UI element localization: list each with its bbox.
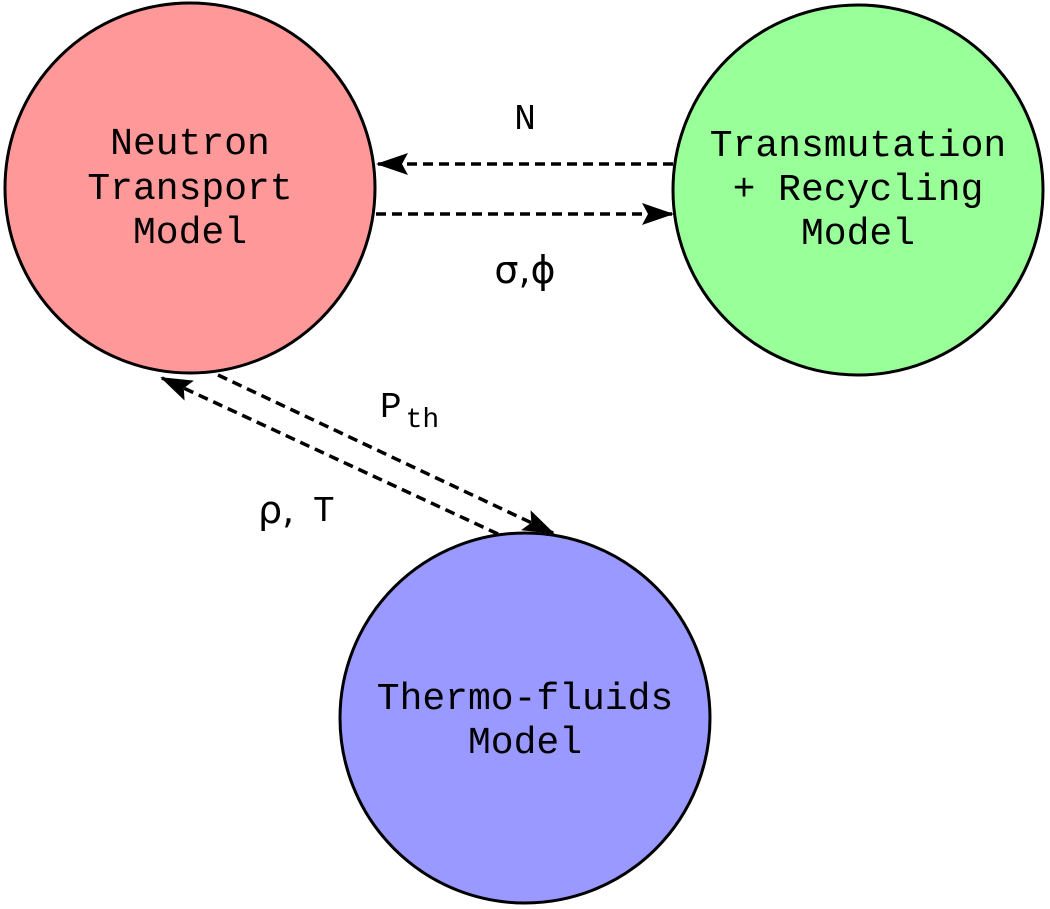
- edge-label-rho: ρ,: [258, 488, 294, 532]
- transmutation-recycling-circle: [671, 3, 1045, 377]
- transmutation-label-line-1: Transmutation: [710, 125, 1006, 168]
- transmutation-label-line-2: + Recycling: [733, 169, 984, 212]
- edge-label-pth-sub: th: [406, 405, 440, 436]
- thermo-fluids-label-line-1: Thermo-fluids: [377, 678, 673, 721]
- thermo-fluids-node: Thermo-fluids Model: [338, 531, 712, 905]
- neutron-transport-label-line-3: Model: [133, 212, 247, 255]
- edge-label-sigma-phi: σ,ϕ: [494, 248, 555, 292]
- transmutation-recycling-node: Transmutation + Recycling Model: [671, 3, 1045, 377]
- neutron-transport-circle: [3, 1, 377, 375]
- edge-label-n: N: [514, 99, 536, 140]
- arrow-neutron-to-thermo: [217, 373, 555, 535]
- edge-label-pth-main: P: [380, 387, 402, 428]
- thermo-fluids-label-line-2: Model: [468, 722, 582, 765]
- neutron-transport-node: Neutron Transport Model: [3, 1, 377, 375]
- transmutation-label-line-3: Model: [801, 213, 915, 256]
- arrow-thermo-to-neutron: [160, 376, 499, 536]
- neutron-transport-label-line-2: Transport: [87, 168, 292, 211]
- neutron-transport-label-line-1: Neutron: [110, 123, 270, 166]
- edge-label-t: T: [313, 491, 335, 532]
